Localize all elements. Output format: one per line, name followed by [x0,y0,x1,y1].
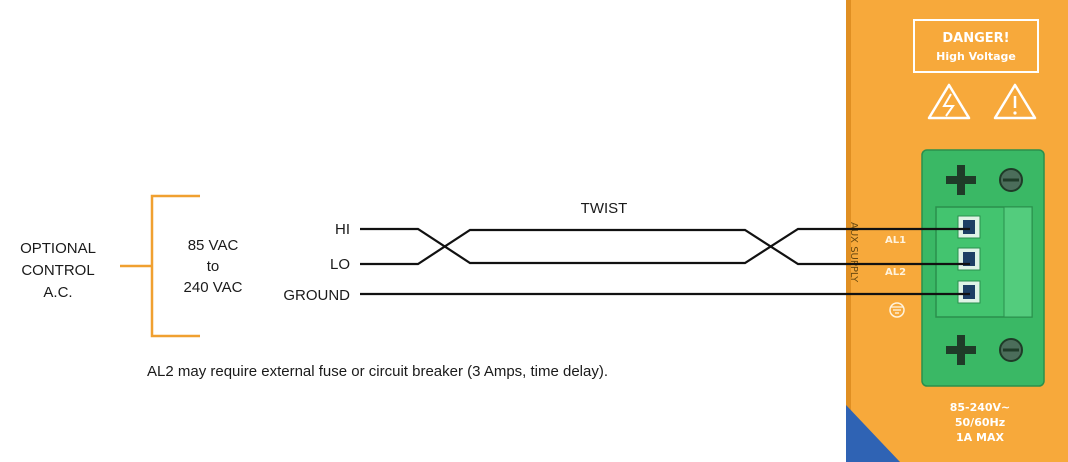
caution-warning-icon [993,83,1037,120]
screw-icon [999,338,1023,362]
terminal-label-al1: AL1 [885,235,906,246]
danger-title: DANGER! [942,31,1009,46]
wires [360,227,970,296]
twist-label: TWIST [581,200,628,217]
voltage-line-2: to [207,258,220,275]
device-body-edge [846,0,851,462]
source-label-line-3: A.C. [43,284,72,301]
source-bracket [120,194,200,338]
wire-label-lo: LO [330,256,350,273]
wire-label-ground: GROUND [283,287,350,304]
fuse-note: AL2 may require external fuse or circuit… [147,363,608,380]
wire-label-hi: HI [335,221,350,238]
source-label-line-2: CONTROL [21,262,94,279]
device-blue-corner [846,405,900,462]
ground-symbol-icon [889,302,905,318]
source-label-line-1: OPTIONAL [20,240,96,257]
rating-line-3: 1A MAX [956,431,1004,444]
voltage-line-3: 240 VAC [184,279,243,296]
terminal-slot-ground [957,280,981,304]
rating-line-2: 50/60Hz [955,416,1005,429]
screw-icon [999,168,1023,192]
wire-lo [360,228,970,266]
terminal-slot-al1 [957,215,981,239]
aux-supply-label: AUX SUPPLY [848,222,859,283]
danger-label-frame [913,19,1039,73]
terminal-slot-al2 [957,247,981,271]
terminal-connector [921,149,1045,387]
danger-subtitle: High Voltage [936,50,1016,63]
terminal-label-al2: AL2 [885,267,906,278]
connector-top-mount [946,165,1023,195]
voltage-line-1: 85 VAC [188,237,239,254]
high-voltage-warning-icon [927,83,971,120]
connector-bottom-mount [946,335,1023,365]
rating-line-1: 85-240V~ [950,401,1011,414]
wire-hi [360,227,970,265]
connector-plug-face [1003,206,1033,318]
